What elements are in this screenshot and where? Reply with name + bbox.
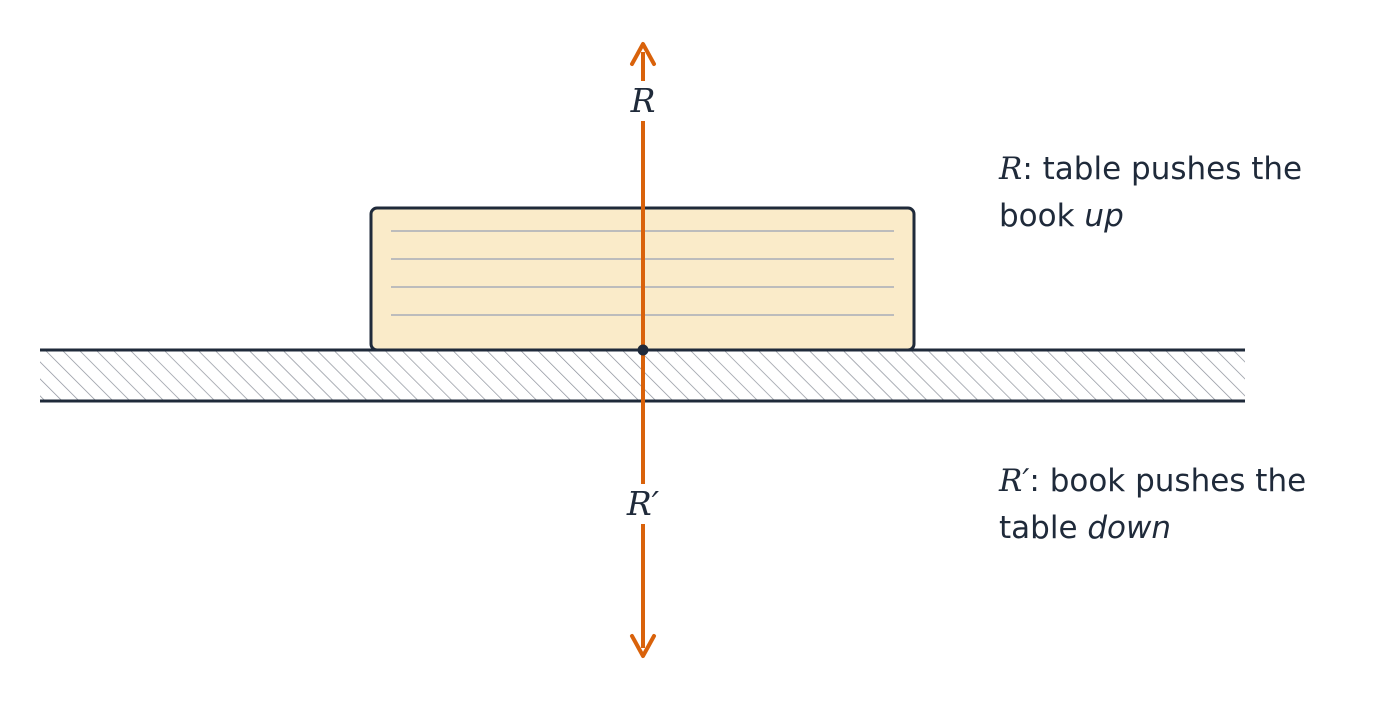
force-r-caption-prefix: book bbox=[999, 198, 1085, 234]
force-r-caption-line1: R: table pushes the bbox=[999, 146, 1302, 193]
force-r-caption-text: : table pushes the bbox=[1022, 151, 1303, 187]
force-r-caption-emphasis: up bbox=[1084, 198, 1124, 234]
force-r-caption: R: table pushes the book up bbox=[999, 146, 1302, 240]
force-r-prime-label: R′ bbox=[624, 484, 662, 524]
force-r-prime-caption-text: : book pushes the bbox=[1029, 463, 1307, 499]
force-r-caption-symbol: R bbox=[999, 151, 1023, 187]
force-r-prime-caption-line1: R′: book pushes the bbox=[999, 458, 1306, 505]
force-r-prime-arrowhead bbox=[630, 634, 656, 658]
force-r-prime-caption: R′: book pushes the table down bbox=[999, 458, 1306, 552]
force-r-prime-caption-symbol: R′ bbox=[999, 463, 1030, 499]
force-r-prime-caption-line2: table down bbox=[999, 505, 1306, 552]
force-r-caption-line2: book up bbox=[999, 193, 1302, 240]
force-r-arrowhead bbox=[630, 42, 656, 66]
force-r-label: R bbox=[628, 81, 658, 121]
force-r-prime-caption-emphasis: down bbox=[1087, 510, 1172, 546]
force-r-prime-caption-prefix: table bbox=[999, 510, 1088, 546]
contact-point bbox=[637, 344, 649, 356]
